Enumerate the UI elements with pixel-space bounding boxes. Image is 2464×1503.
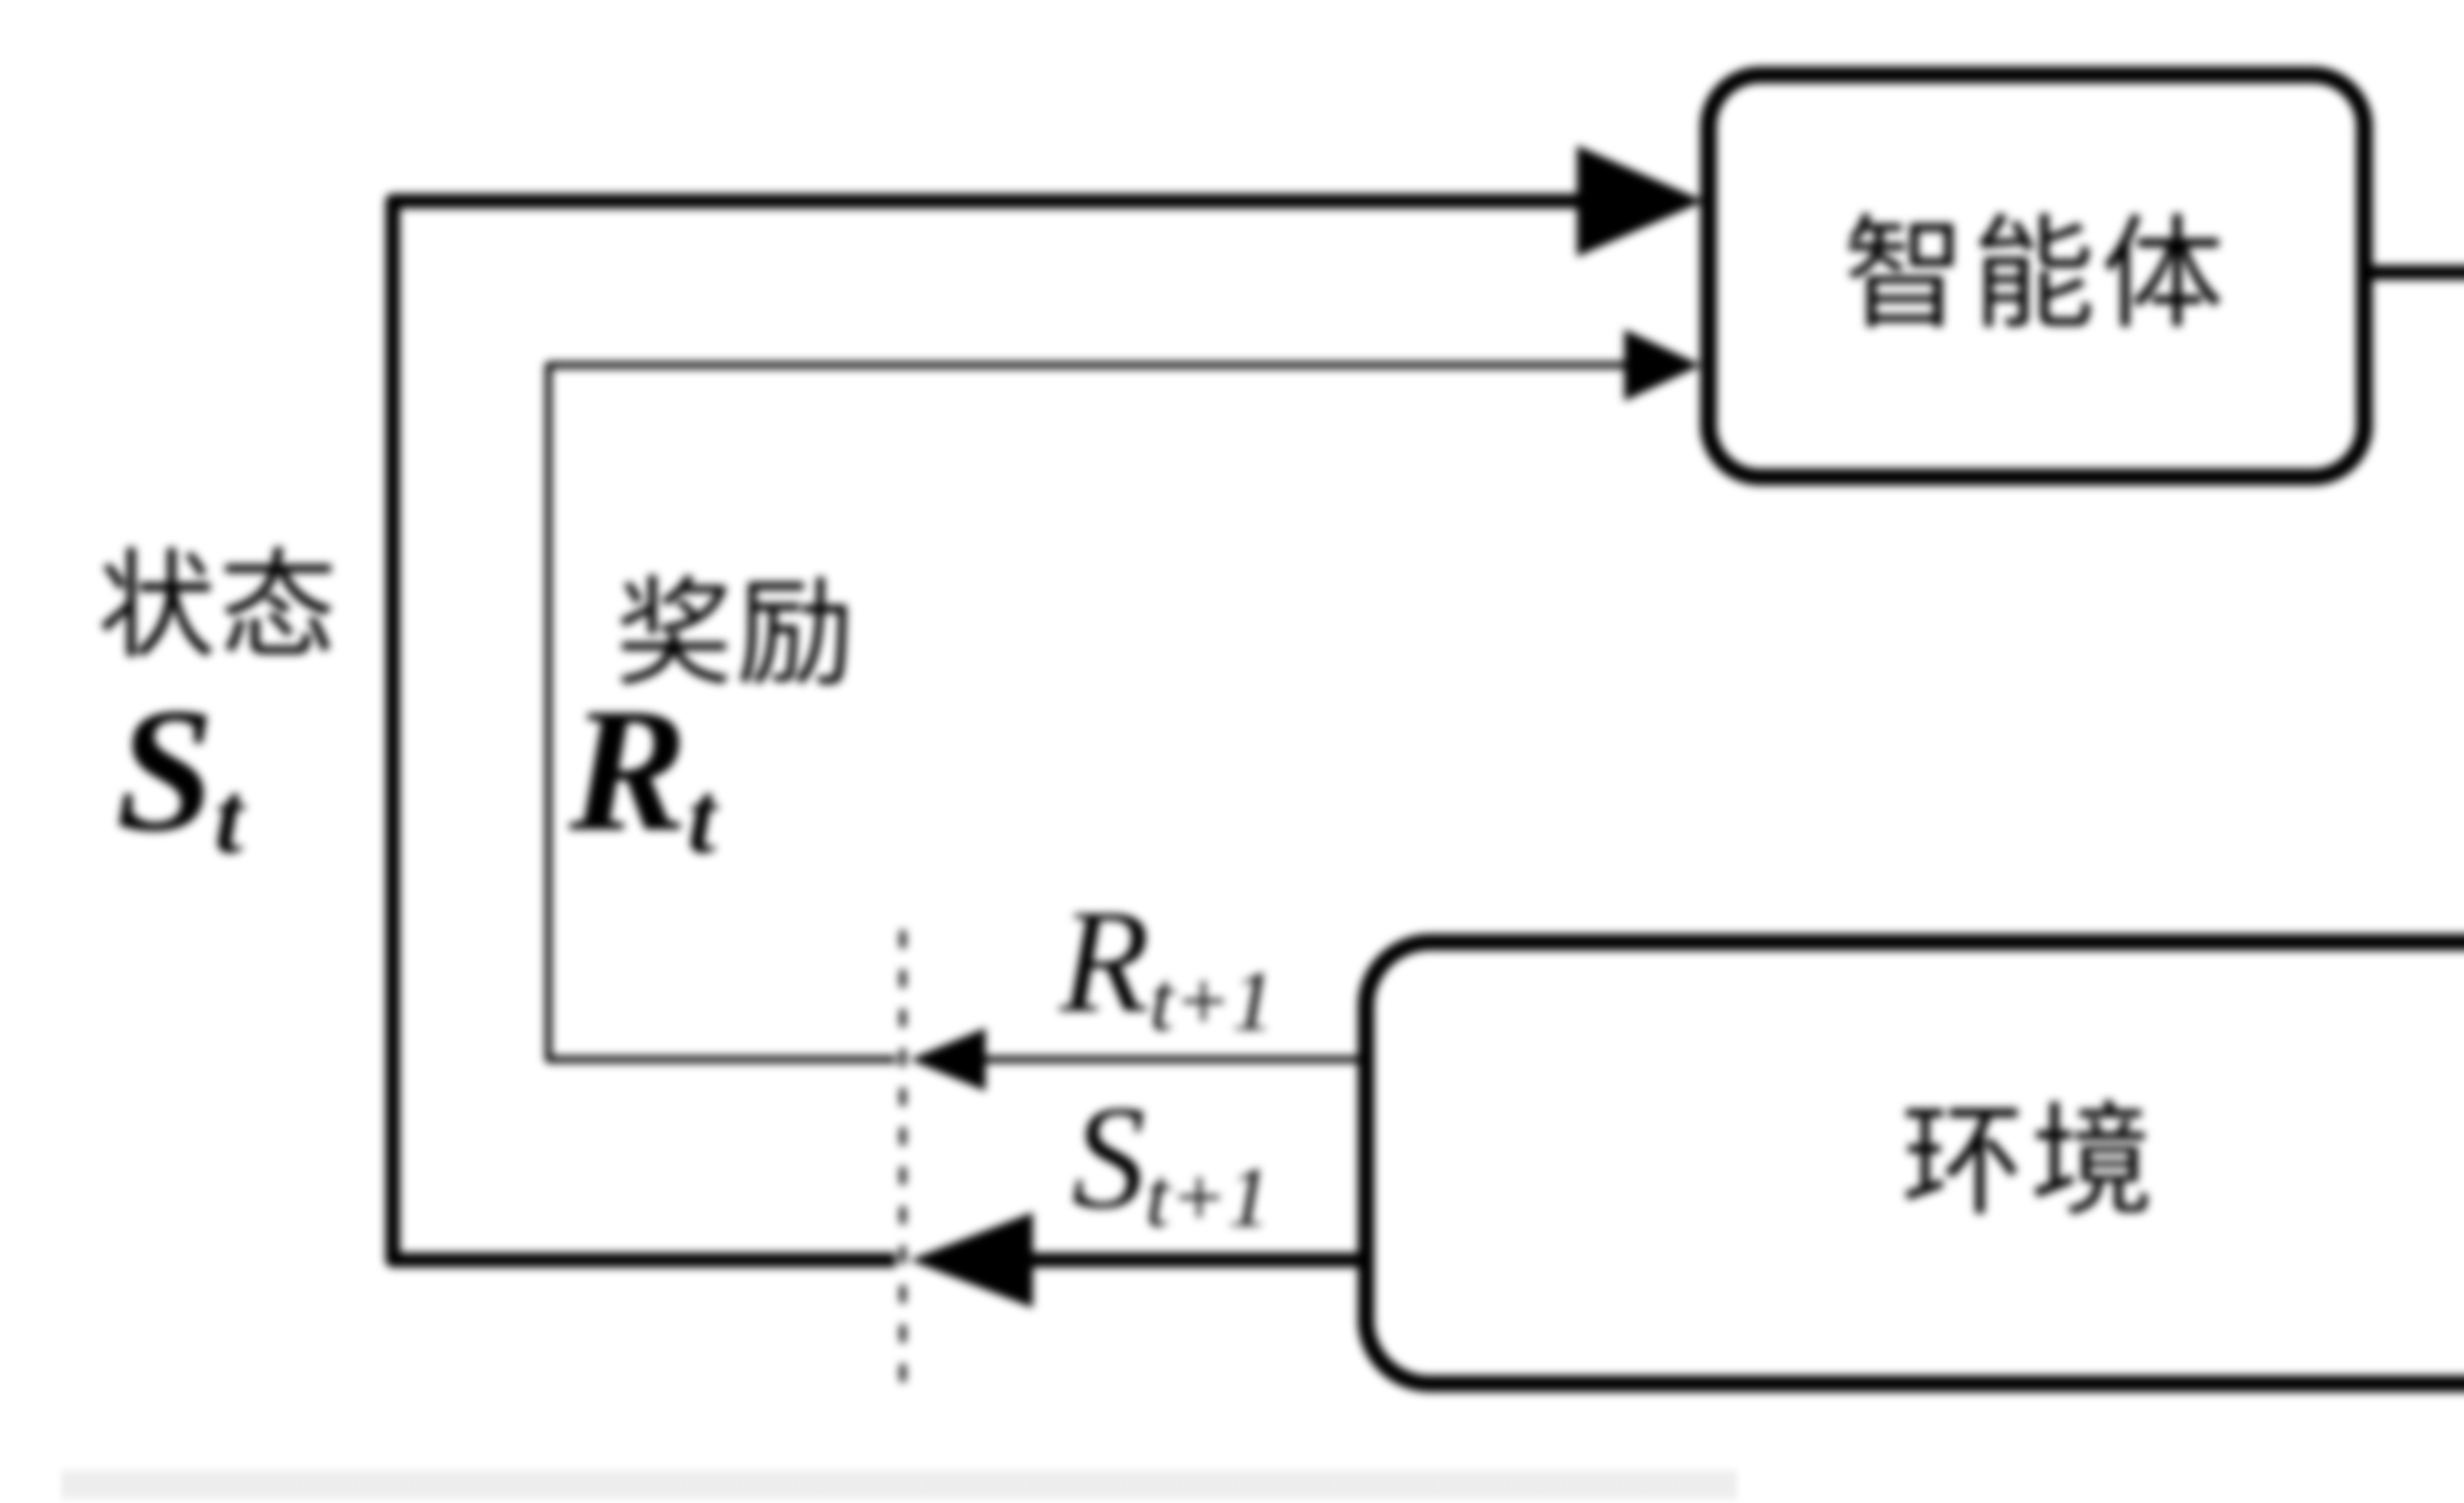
state-loop-line [385, 194, 1584, 1267]
environment-box-label: 环境 [1901, 1094, 2159, 1231]
state-into-agent-arrowhead [1577, 145, 1704, 257]
environment-box-label-wrap: 环境 [1358, 934, 2464, 1392]
next-reward-subscript: t+1 [1150, 953, 1275, 1049]
next-reward-label: Rt+1 [1060, 887, 1274, 1044]
agent-box-label: 智能体 [1843, 207, 2230, 344]
agent-box-label-wrap: 智能体 [1700, 67, 2373, 485]
reward-loop-line [545, 362, 1626, 1063]
reward-into-agent-arrowhead [1624, 329, 1701, 401]
state-symbol: S [116, 671, 215, 868]
next-state-subscript: t+1 [1146, 1149, 1270, 1245]
next-state-symbol: S [1072, 1075, 1146, 1239]
reward-name-label: 奖励 [615, 569, 858, 700]
state-symbol-label: St [116, 681, 243, 870]
agent-box [1700, 67, 2373, 485]
next-state-arrowhead [910, 1212, 1033, 1308]
reward-symbol: R [569, 671, 688, 868]
next-reward-arrowhead [910, 1028, 986, 1091]
state-subscript: t [214, 760, 243, 875]
state-name-label: 状态 [98, 542, 341, 673]
environment-box [1358, 934, 2464, 1392]
bottom-crop-artifact [64, 1470, 1740, 1499]
next-state-label: St+1 [1072, 1083, 1270, 1240]
reward-subscript: t [687, 760, 717, 875]
reward-symbol-label: Rt [569, 681, 716, 870]
next-reward-symbol: R [1060, 879, 1150, 1043]
